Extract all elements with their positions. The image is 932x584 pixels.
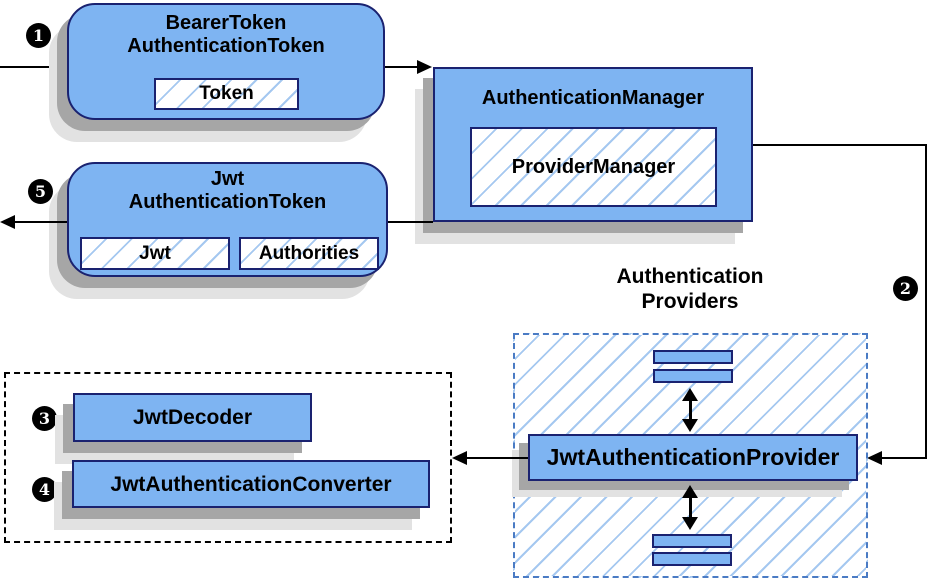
authentication-providers-label-line1: Authentication — [616, 265, 764, 288]
step-3-badge: 3 — [32, 406, 57, 431]
double-arrow-bottom-icon — [682, 485, 698, 530]
manager-to-provider-line-right — [925, 144, 927, 459]
jwt-authentication-token-node: Jwt AuthenticationToken Jwt Authorities — [67, 162, 388, 277]
token-inner-box: Token — [154, 78, 299, 110]
manager-to-provider-line-top — [753, 144, 927, 146]
outgoing-result-line — [14, 221, 67, 223]
authentication-providers-label: Authentication Providers — [555, 264, 825, 314]
bearer-token-title-line1: BearerToken — [165, 12, 287, 34]
authorities-inner-box: Authorities — [239, 237, 379, 270]
decoder-arrowhead-icon — [452, 451, 467, 465]
step-2-badge: 2 — [893, 276, 918, 301]
arrow-tip-up-icon — [682, 388, 698, 401]
jwt-decoder-node: JwtDecoder — [73, 393, 312, 442]
provider-stack-bar-4 — [652, 552, 732, 566]
jwt-inner-box: Jwt — [80, 237, 230, 270]
provider-stack-bar-3 — [652, 534, 732, 548]
jwt-token-title-line2: AuthenticationToken — [128, 191, 327, 213]
provider-stack-bar-1 — [653, 350, 733, 364]
jwt-token-title-line1: Jwt — [210, 168, 245, 190]
bearer-token-title-line2: AuthenticationToken — [127, 35, 325, 57]
arrow-tip-up-icon — [682, 485, 698, 498]
bearer-to-manager-line — [385, 66, 419, 68]
jwt-authentication-converter-node: JwtAuthenticationConverter — [72, 460, 430, 508]
step-1-badge: 1 — [26, 23, 51, 48]
authentication-manager-node: AuthenticationManager ProviderManager — [433, 67, 753, 222]
arrow-tip-down-icon — [682, 517, 698, 530]
manager-to-provider-line-bottom — [881, 457, 927, 459]
double-arrow-top-icon — [682, 388, 698, 432]
provider-stack-bar-2 — [653, 369, 733, 383]
decoder-converter-group-box — [4, 372, 452, 543]
bearer-to-manager-arrowhead-icon — [417, 60, 432, 74]
manager-to-jwt-token-line — [388, 221, 433, 223]
bearer-token-authentication-token-node: BearerToken AuthenticationToken Token — [67, 3, 385, 120]
incoming-request-line — [0, 66, 67, 68]
jwt-authentication-provider-node: JwtAuthenticationProvider — [528, 434, 858, 481]
provider-to-decoder-line — [466, 457, 528, 459]
provider-manager-inner-box: ProviderManager — [470, 127, 717, 207]
arrow-shaft — [688, 397, 692, 423]
step-5-badge: 5 — [28, 179, 53, 204]
outgoing-arrowhead-icon — [0, 215, 15, 229]
authentication-providers-label-line2: Providers — [641, 290, 739, 313]
authentication-manager-title: AuthenticationManager — [481, 87, 705, 109]
arrow-tip-down-icon — [682, 419, 698, 432]
arrow-shaft — [688, 494, 692, 521]
provider-arrowhead-icon — [867, 451, 882, 465]
step-4-badge: 4 — [32, 477, 57, 502]
